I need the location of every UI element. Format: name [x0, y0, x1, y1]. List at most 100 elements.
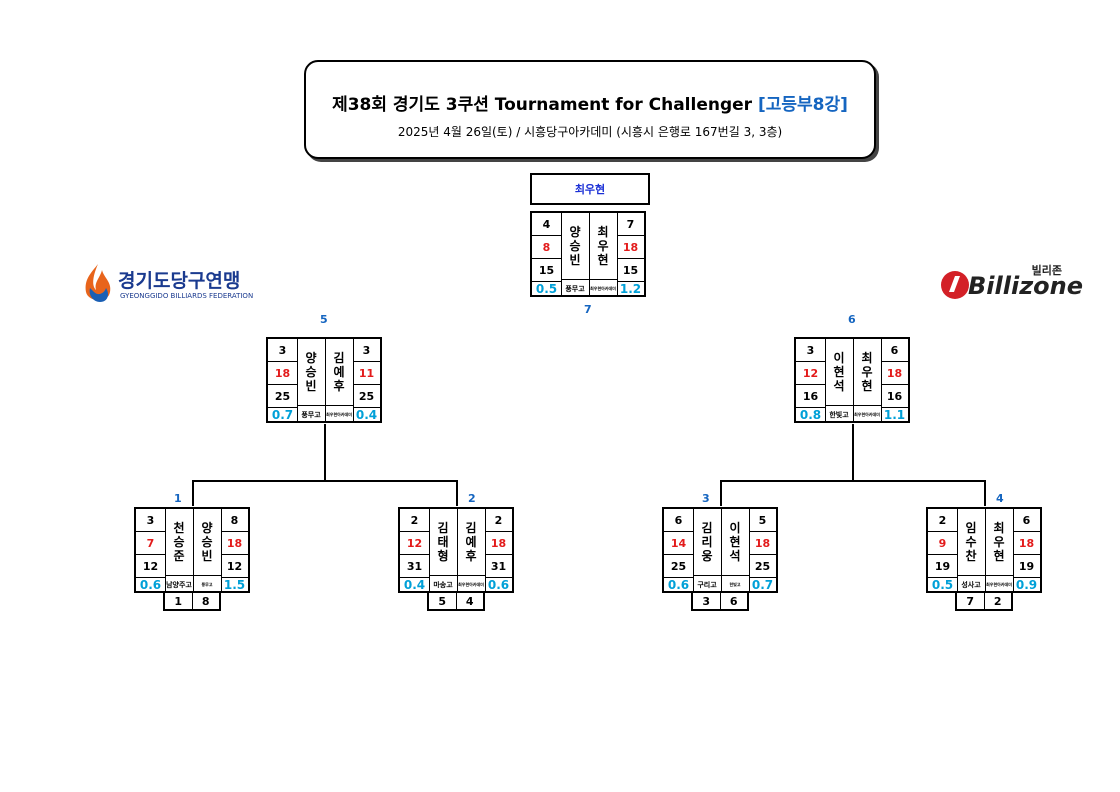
- sponsor-korean: 빌리존: [1031, 264, 1062, 277]
- player-name-char: 석: [833, 379, 845, 393]
- score-cell: 18: [1013, 532, 1040, 555]
- player-name-char: 예: [465, 535, 477, 549]
- score-cell: 25: [268, 385, 297, 408]
- average-value: 0.6: [664, 576, 694, 593]
- average-value: 0.7: [268, 406, 298, 423]
- player-name-char: 승: [173, 535, 185, 549]
- score-cell: 4: [532, 213, 561, 236]
- score-cell: 11: [353, 362, 380, 385]
- bracket-line: [192, 480, 194, 506]
- player-name-char: 태: [437, 535, 449, 549]
- match-number: 2: [468, 492, 476, 505]
- score-cell: 25: [664, 555, 693, 578]
- champion-box: 최우현: [530, 173, 650, 205]
- player-name-char: 현: [993, 549, 1005, 563]
- player-name-char: 리: [701, 535, 713, 549]
- score-cell: 18: [268, 362, 297, 385]
- player-name-char: 빈: [569, 253, 581, 267]
- seed-number: 4: [465, 594, 474, 608]
- average-value: 0.6: [487, 577, 510, 592]
- average-value: 0.8: [796, 406, 826, 423]
- player-name-char: 현: [861, 379, 873, 393]
- player-name-char: 예: [333, 365, 345, 379]
- score-cell: 6: [664, 509, 693, 532]
- score-cell: 8: [532, 236, 561, 259]
- school-name: 풍무고: [193, 576, 222, 593]
- match-number: 4: [996, 492, 1004, 505]
- player-name-char: 임: [965, 521, 977, 535]
- player-name-char: 최: [993, 521, 1005, 535]
- player-name-char: 양: [305, 351, 317, 365]
- title-box: 제38회 경기도 3쿠션 Tournament for Challenger […: [304, 60, 876, 159]
- player-name-char: 김: [333, 351, 345, 365]
- federation-logo: 경기도당구연맹 GYEONGGIDO BILLIARDS FEDERATION: [80, 262, 270, 306]
- player-name-char: 우: [597, 239, 609, 253]
- score-cell: 8: [221, 509, 248, 532]
- score-cell: 14: [664, 532, 693, 555]
- score-cell: 25: [749, 555, 776, 578]
- match-number: 1: [174, 492, 182, 505]
- score-cell: 12: [796, 362, 825, 385]
- school-name: 남양주고: [165, 576, 194, 593]
- average-value: 0.5: [532, 280, 562, 297]
- player-name-char: 후: [465, 549, 477, 563]
- player-name-char: 김: [465, 521, 477, 535]
- player-name-char: 수: [965, 535, 977, 549]
- score-cell: 15: [532, 259, 561, 282]
- score-cell: 16: [881, 385, 908, 408]
- school-name: 최우현아카데미: [985, 576, 1014, 593]
- school-name: 성사고: [957, 576, 986, 593]
- player-name-char: 빈: [201, 549, 213, 563]
- bracket-line: [984, 480, 986, 506]
- school-name: 최우현아카데미: [457, 576, 486, 593]
- score-cell: 16: [796, 385, 825, 408]
- bracket-line: [852, 424, 854, 481]
- school-name: 구리고: [693, 576, 722, 593]
- score-cell: 5: [749, 509, 776, 532]
- match-number: 5: [320, 313, 328, 326]
- player-name-char: 웅: [701, 549, 713, 563]
- score-cell: 7: [617, 213, 644, 236]
- average-value: 0.4: [400, 576, 430, 593]
- player-name-char: 석: [729, 549, 741, 563]
- score-cell: 2: [400, 509, 429, 532]
- score-cell: 12: [400, 532, 429, 555]
- player-name-char: 양: [569, 225, 581, 239]
- score-cell: 19: [1013, 555, 1040, 578]
- average-value: 1.2: [619, 281, 642, 296]
- sponsor-logo: 빌리존 Billizone: [940, 262, 1083, 306]
- score-cell: 25: [353, 385, 380, 408]
- player-name-char: 김: [437, 521, 449, 535]
- score-cell: 7: [136, 532, 165, 555]
- score-cell: 12: [221, 555, 248, 578]
- player-name-char: 이: [729, 521, 741, 535]
- player-name-char: 빈: [305, 379, 317, 393]
- score-cell: 18: [221, 532, 248, 555]
- player-name-char: 현: [597, 253, 609, 267]
- player-name-char: 형: [437, 549, 449, 563]
- average-value: 1.1: [883, 407, 906, 422]
- player-name-char: 현: [729, 535, 741, 549]
- seed-number: 1: [165, 593, 193, 609]
- page-title: 제38회 경기도 3쿠션 Tournament for Challenger […: [332, 95, 848, 115]
- player-name-char: 승: [305, 365, 317, 379]
- event-info: 2025년 4월 26일(토) / 시흥당구아카데미 (시흥시 은행로 167번…: [397, 125, 783, 139]
- player-name-char: 최: [597, 225, 609, 239]
- score-cell: 18: [617, 236, 644, 259]
